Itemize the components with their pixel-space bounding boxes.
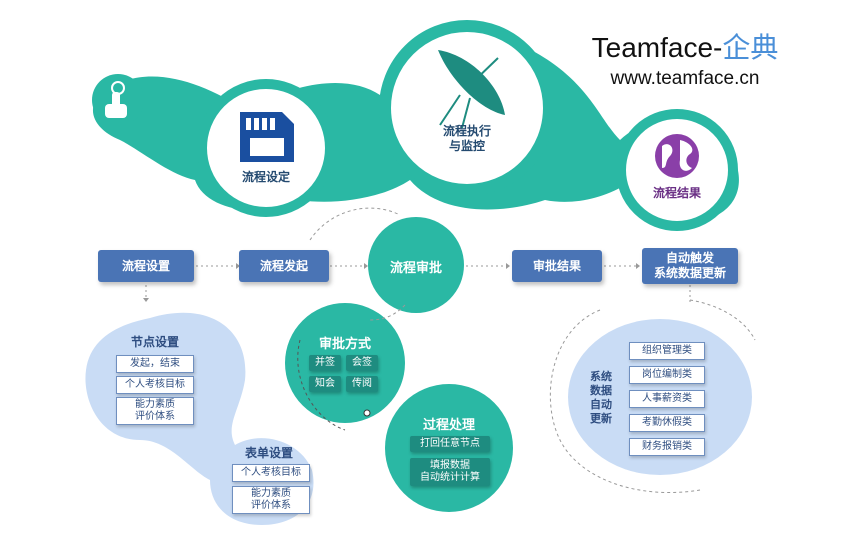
approval-method-item: 会签 bbox=[346, 355, 378, 371]
node-settings-title: 节点设置 bbox=[130, 335, 179, 349]
brand-name-cn: 企典 bbox=[722, 32, 779, 63]
system-dashed-arc bbox=[549, 309, 701, 494]
form-settings-title: 表单设置 bbox=[244, 446, 293, 460]
approval-method-item: 知会 bbox=[309, 376, 341, 392]
approval-circle bbox=[368, 217, 464, 313]
approval-method-circle bbox=[285, 303, 405, 423]
node-settings-item: 发起，结束 bbox=[116, 355, 194, 373]
system-update-item: 考勤休假类 bbox=[629, 414, 705, 432]
satellite-dish-icon bbox=[438, 50, 505, 129]
flow-approval-label: 流程审批 bbox=[389, 261, 442, 276]
flow-arrows bbox=[143, 263, 691, 302]
process-handling-item: 打回任意节点 bbox=[410, 436, 490, 452]
node-settings-item: 能力素质 评价体系 bbox=[116, 397, 194, 425]
system-update-item: 组织管理类 bbox=[629, 342, 705, 360]
approval-dashed-arc bbox=[309, 207, 401, 241]
system-update-item: 人事薪资类 bbox=[629, 390, 705, 408]
method-dashed-arc bbox=[297, 339, 346, 431]
flow-initiate-box: 流程发起 bbox=[239, 250, 329, 282]
system-update-title: 系统 数据 自动 更新 bbox=[590, 370, 612, 425]
system-update-item: 岗位编制类 bbox=[629, 366, 705, 384]
system-update-item: 财务报销类 bbox=[629, 438, 705, 456]
approval-method-item: 传阅 bbox=[346, 376, 378, 392]
process-handling-title: 过程处理 bbox=[422, 418, 475, 433]
flow-auto-update-box: 自动触发 系统数据更新 bbox=[642, 248, 738, 284]
approval-method-item: 并签 bbox=[309, 355, 341, 371]
hand-pointer-icon bbox=[105, 81, 127, 118]
setup-circle-label: 流程设定 bbox=[241, 170, 290, 184]
approval-method-title: 审批方式 bbox=[318, 337, 371, 352]
brand-block: Teamface-企典 www.teamface.cn bbox=[560, 26, 810, 90]
node-settings-item: 个人考核目标 bbox=[116, 376, 194, 394]
result-circle-label: 流程结果 bbox=[652, 186, 701, 200]
globe-icon bbox=[655, 134, 699, 178]
monitor-circle-label: 流程执行 与监控 bbox=[442, 124, 491, 153]
flow-result-box: 审批结果 bbox=[512, 250, 602, 282]
sd-card-icon bbox=[240, 112, 294, 162]
flow-setup-box: 流程设置 bbox=[98, 250, 194, 282]
brand-name: Teamface-企典 bbox=[591, 32, 779, 63]
form-settings-item: 能力素质 评价体系 bbox=[232, 486, 310, 514]
process-handling-item: 填报数据 自动统计计算 bbox=[410, 458, 490, 486]
form-settings-item: 个人考核目标 bbox=[232, 464, 310, 482]
brand-url: www.teamface.cn bbox=[610, 68, 760, 89]
